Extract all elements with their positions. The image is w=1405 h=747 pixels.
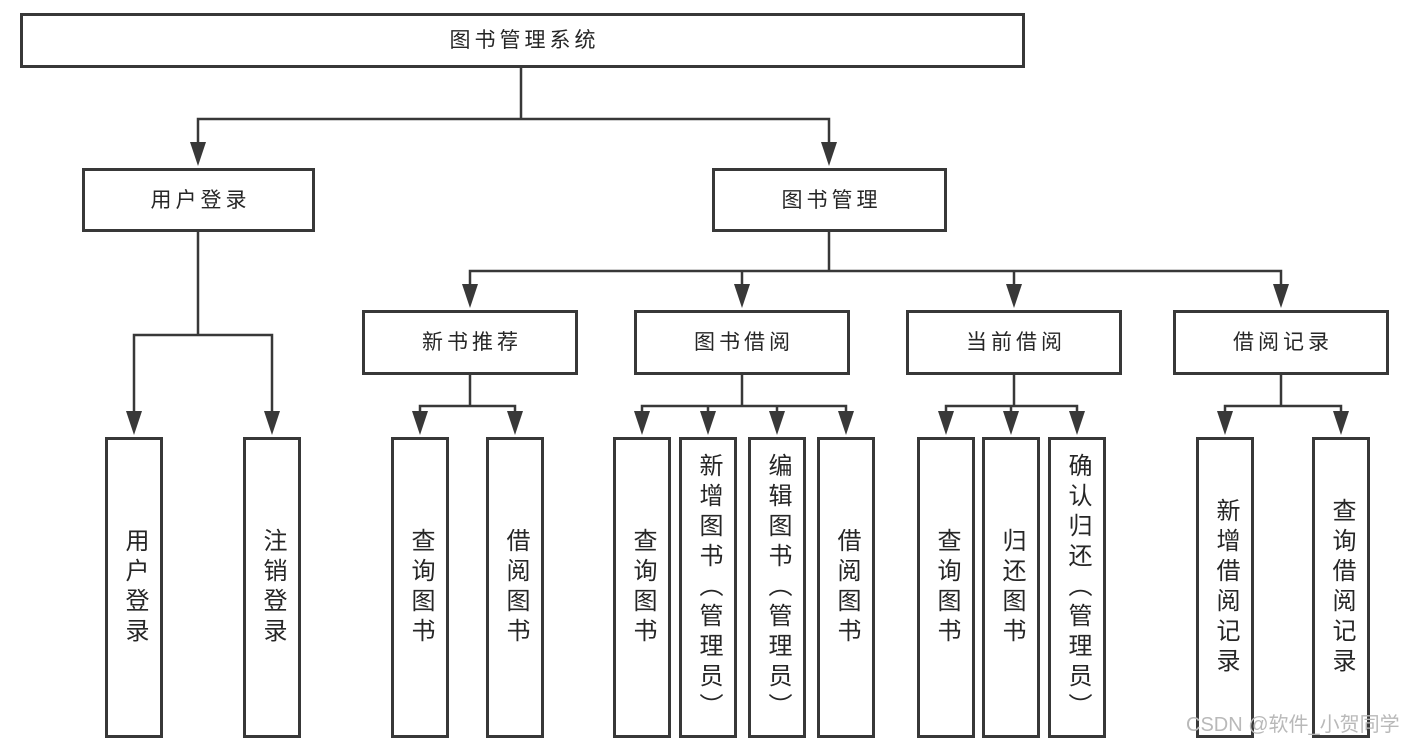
- node-current-borrow: 当前借阅: [906, 310, 1122, 375]
- arrow-down-icon: [507, 411, 523, 435]
- leaf-return-book-label: 归还图书: [998, 527, 1025, 648]
- leaf-add-borrow-record: 新增借阅记录: [1196, 437, 1254, 738]
- arrow-down-icon: [821, 142, 837, 166]
- arrow-down-icon: [412, 411, 428, 435]
- leaf-confirm-return-admin-label: 确认归还（管理员）: [1064, 452, 1091, 723]
- watermark: CSDN @软件_小贺同学: [1186, 714, 1400, 736]
- arrow-down-icon: [1006, 284, 1022, 308]
- leaf-add-borrow-record-label: 新增借阅记录: [1212, 497, 1239, 678]
- arrow-down-icon: [634, 411, 650, 435]
- connector-book-mgmt-split: [468, 230, 1283, 290]
- arrow-down-icon: [769, 411, 785, 435]
- arrow-down-icon: [1273, 284, 1289, 308]
- leaf-query-book-current-label: 查询图书: [933, 527, 960, 648]
- arrow-down-icon: [126, 411, 142, 435]
- connector-user-login-split: [132, 230, 274, 417]
- arrow-down-icon: [190, 142, 206, 166]
- leaf-user-login: 用户登录: [105, 437, 163, 738]
- arrow-down-icon: [1069, 411, 1085, 435]
- node-book-borrow: 图书借阅: [634, 310, 850, 375]
- node-book-management-label: 图书管理: [781, 188, 882, 212]
- connector-root-split: [196, 66, 831, 148]
- node-borrow-records-label: 借阅记录: [1233, 331, 1333, 354]
- arrow-down-icon: [700, 411, 716, 435]
- leaf-edit-book-admin-label: 编辑图书（管理员）: [764, 452, 791, 723]
- arrow-down-icon: [462, 284, 478, 308]
- leaf-borrow-book-label: 借阅图书: [833, 527, 860, 648]
- node-user-login-label: 用户登录: [150, 188, 251, 212]
- arrowheads: [126, 142, 1349, 435]
- connector-book-borrow-split: [640, 373, 848, 417]
- node-new-book-recommend: 新书推荐: [362, 310, 578, 375]
- leaf-add-book-admin: 新增图书（管理员）: [679, 437, 737, 738]
- node-book-management: 图书管理: [712, 168, 947, 232]
- leaf-add-book-admin-label: 新增图书（管理员）: [695, 452, 722, 723]
- node-library-system: 图书管理系统: [20, 13, 1025, 68]
- leaf-user-login-label: 用户登录: [121, 527, 148, 648]
- leaf-query-book-current: 查询图书: [917, 437, 975, 738]
- connector-current-borrow-split: [944, 373, 1079, 417]
- leaf-borrow-book: 借阅图书: [817, 437, 875, 738]
- arrow-down-icon: [734, 284, 750, 308]
- leaf-query-book-recommend-label: 查询图书: [407, 527, 434, 648]
- arrow-down-icon: [1217, 411, 1233, 435]
- node-current-borrow-label: 当前借阅: [966, 331, 1066, 354]
- leaf-query-book-borrow: 查询图书: [613, 437, 671, 738]
- leaf-logout-login-label: 注销登录: [259, 527, 286, 648]
- arrow-down-icon: [838, 411, 854, 435]
- connector-borrow-record-split: [1223, 373, 1343, 417]
- node-new-book-recommend-label: 新书推荐: [422, 331, 522, 354]
- leaf-confirm-return-admin: 确认归还（管理员）: [1048, 437, 1106, 738]
- leaf-query-borrow-record-label: 查询借阅记录: [1328, 497, 1355, 678]
- leaf-query-book-recommend: 查询图书: [391, 437, 449, 738]
- node-library-system-label: 图书管理系统: [449, 29, 600, 52]
- leaf-query-book-borrow-label: 查询图书: [629, 527, 656, 648]
- leaf-return-book: 归还图书: [982, 437, 1040, 738]
- arrow-down-icon: [938, 411, 954, 435]
- leaf-edit-book-admin: 编辑图书（管理员）: [748, 437, 806, 738]
- arrow-down-icon: [1003, 411, 1019, 435]
- arrow-down-icon: [264, 411, 280, 435]
- node-borrow-records: 借阅记录: [1173, 310, 1389, 375]
- leaf-query-borrow-record: 查询借阅记录: [1312, 437, 1370, 738]
- arrow-down-icon: [1333, 411, 1349, 435]
- node-user-login: 用户登录: [82, 168, 315, 232]
- leaf-borrow-book-recommend: 借阅图书: [486, 437, 544, 738]
- node-book-borrow-label: 图书借阅: [694, 331, 794, 354]
- leaf-borrow-book-recommend-label: 借阅图书: [502, 527, 529, 648]
- leaf-logout-login: 注销登录: [243, 437, 301, 738]
- connector-new-book-split: [418, 373, 517, 417]
